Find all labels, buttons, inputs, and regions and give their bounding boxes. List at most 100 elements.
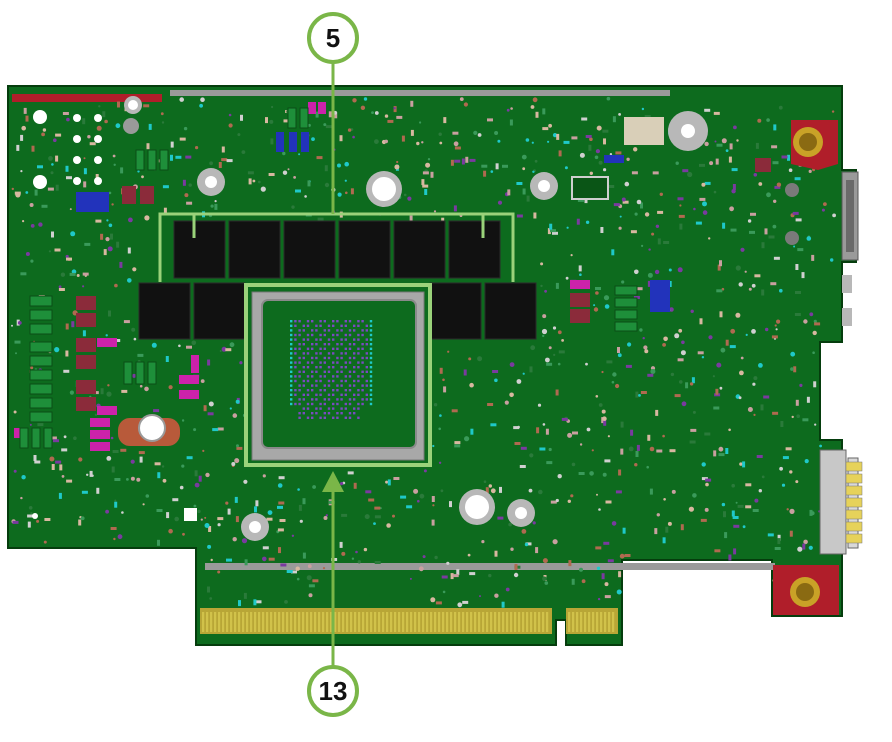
via [598, 508, 601, 511]
smd-component [89, 470, 93, 477]
via [307, 123, 311, 127]
via [430, 597, 436, 603]
smd-component [317, 217, 324, 221]
bga-ball [290, 384, 293, 387]
via [709, 161, 714, 166]
via [611, 380, 615, 384]
smd-component [65, 323, 69, 330]
via [704, 507, 709, 512]
via [219, 350, 222, 352]
smd-component [731, 510, 735, 517]
smd-component [44, 518, 51, 521]
via [589, 471, 594, 476]
via [271, 105, 274, 109]
via [708, 237, 711, 240]
via [296, 577, 300, 581]
via [701, 356, 705, 359]
via [110, 436, 114, 440]
via [687, 171, 693, 178]
via [659, 192, 663, 196]
smd-component [725, 339, 729, 346]
via [231, 462, 236, 466]
via [497, 200, 503, 205]
bga-ball [332, 402, 335, 406]
bga-ball [315, 329, 318, 332]
bga-ball [327, 352, 331, 355]
smd-component [483, 170, 487, 177]
smd-component [194, 470, 198, 477]
via [733, 125, 737, 130]
via [597, 597, 601, 601]
smd-component [756, 455, 763, 458]
bga-ball [348, 343, 352, 346]
smd-component [439, 367, 443, 374]
smd-component [334, 112, 338, 119]
bga-ball [298, 416, 301, 419]
via [604, 582, 609, 587]
smd-component [487, 403, 494, 406]
bga-ball [344, 389, 347, 392]
via [282, 151, 286, 156]
smd-component [792, 211, 799, 215]
bga-ball [302, 329, 305, 332]
smd-component [69, 272, 76, 276]
via [506, 108, 510, 112]
bga-ball [348, 370, 352, 373]
smd-component [454, 441, 461, 445]
via [298, 153, 301, 156]
via [137, 170, 140, 173]
smd-component [716, 289, 723, 293]
smd-component [732, 184, 736, 190]
via [490, 170, 494, 173]
bga-ball [353, 324, 356, 327]
memory-chip [338, 220, 391, 279]
via [692, 410, 696, 414]
via [483, 480, 487, 484]
smd-component [556, 133, 560, 140]
smd-component [255, 500, 259, 507]
smd-component [737, 504, 744, 508]
via [307, 564, 312, 569]
bga-ball [332, 320, 335, 323]
via [42, 128, 47, 132]
via [113, 163, 116, 166]
via [823, 202, 827, 207]
smd-component [533, 212, 537, 219]
smd-component [387, 119, 394, 123]
smd-component [665, 526, 669, 533]
via [662, 343, 666, 347]
bga-ball [306, 393, 310, 396]
via [337, 163, 341, 168]
smd-component [617, 347, 620, 353]
smd-component [662, 537, 666, 544]
via [144, 215, 150, 221]
via [108, 191, 112, 195]
via [545, 357, 550, 363]
smd-component [55, 460, 62, 464]
smd-component [668, 281, 672, 287]
smd-component [55, 184, 59, 191]
bga-ball [306, 389, 310, 392]
via [421, 141, 424, 144]
edge-finger [458, 612, 461, 632]
bga-ball [290, 389, 293, 392]
via [552, 539, 558, 545]
bga-ball [357, 347, 360, 350]
smd-component [406, 505, 413, 509]
via [438, 461, 442, 464]
via [671, 489, 676, 494]
bga-ball [306, 347, 310, 350]
edge-finger [486, 612, 489, 632]
via [257, 180, 261, 184]
edge-finger [350, 612, 353, 632]
edge-finger [310, 612, 313, 632]
smd-component [490, 423, 497, 427]
bga-ball [290, 402, 293, 406]
edge-finger [534, 612, 537, 632]
smd-component [240, 114, 243, 121]
via [744, 270, 747, 273]
smd-component [640, 391, 647, 394]
via [106, 219, 109, 222]
via [702, 210, 708, 215]
bga-ball [369, 352, 373, 355]
